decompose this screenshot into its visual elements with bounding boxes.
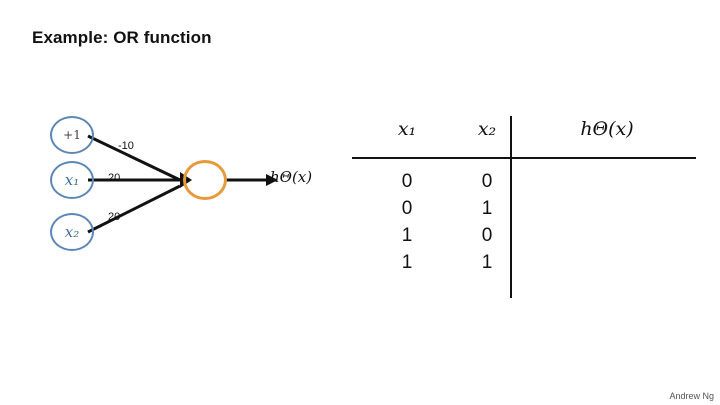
table-column-x2: 0 1 0 1: [457, 168, 517, 276]
table-cell: 0: [481, 171, 493, 192]
network-output-label: hΘ(x): [270, 168, 313, 186]
attribution-label: Andrew Ng: [669, 391, 714, 401]
weight-label-x2: 20: [108, 211, 121, 223]
table-header-rule: [352, 157, 696, 159]
input-node-x1: x₁: [50, 161, 94, 199]
page-title: Example: OR function: [32, 28, 212, 47]
table-header-x1: x₁: [397, 118, 417, 140]
table-header-h: hΘ(x): [580, 118, 634, 140]
table-cell: 1: [481, 198, 493, 219]
table-column-x1: 0 0 1 1: [377, 168, 437, 276]
weight-label-x1: 20: [108, 172, 121, 184]
network-edges: [87, 134, 278, 234]
table-cell: 1: [401, 225, 413, 246]
table-header-x2: x₂: [477, 118, 497, 140]
input-node-x1-label: x₁: [64, 171, 80, 189]
input-node-x2: x₂: [50, 213, 94, 251]
table-cell: 0: [401, 198, 413, 219]
bias-node: +1: [50, 116, 94, 154]
weight-label-bias: -10: [118, 140, 134, 152]
table-cell: 0: [481, 225, 493, 246]
table-column-divider: [510, 116, 512, 298]
truth-table: x₁ x₂ hΘ(x) 0 0 1 1 0 1 0 1: [352, 110, 696, 300]
bias-node-label: +1: [63, 128, 81, 142]
table-cell: 1: [481, 252, 493, 273]
output-node: [183, 160, 227, 200]
neural-network-diagram: +1 x₁ x₂ -10 20 20 hΘ(x): [40, 108, 340, 288]
table-cell: 1: [401, 252, 413, 273]
table-cell: 0: [401, 171, 413, 192]
input-node-x2-label: x₂: [64, 223, 80, 241]
